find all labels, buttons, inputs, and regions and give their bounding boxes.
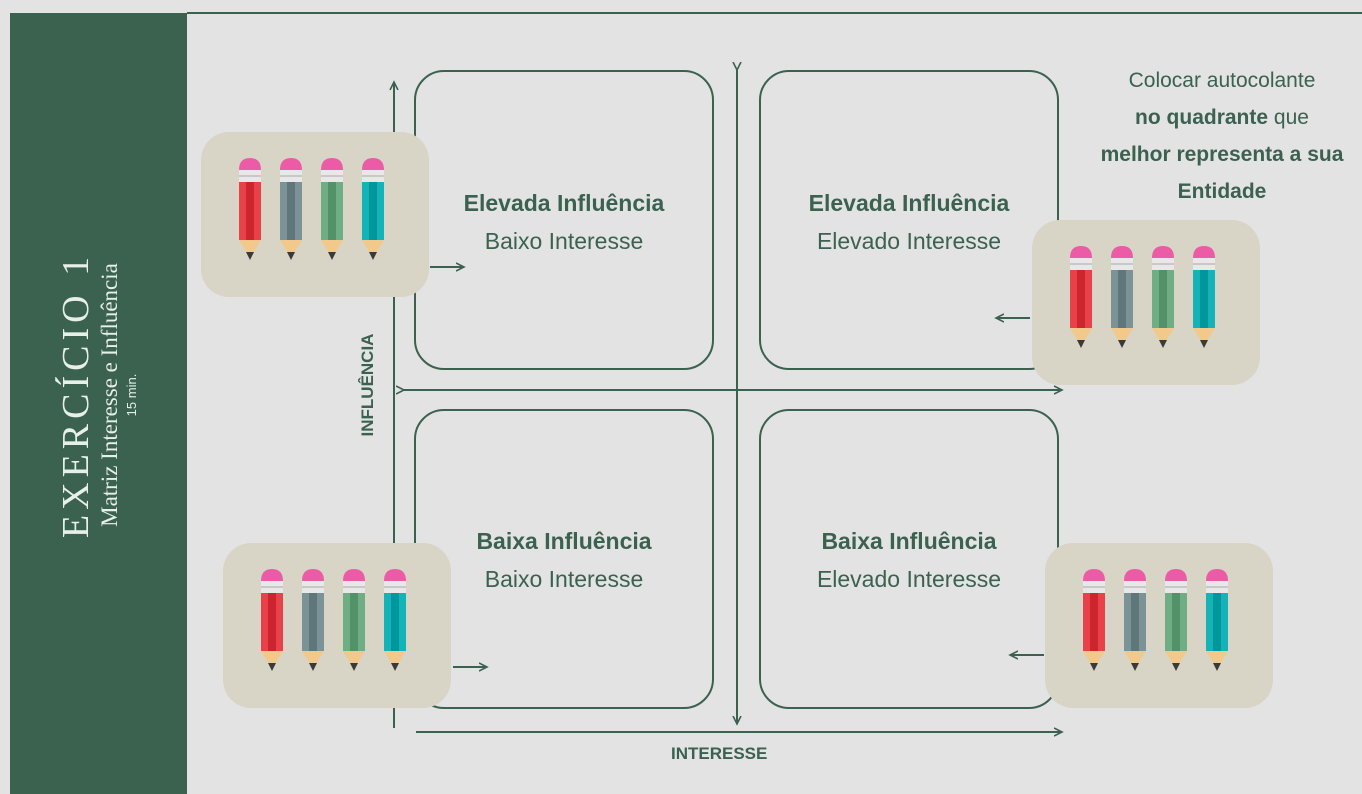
sticker-card-top-right[interactable] <box>1032 220 1260 385</box>
quadrant-label-line2: Elevado Interesse <box>816 228 1002 254</box>
y-axis-label: INFLUÊNCIA <box>358 333 377 437</box>
pencil-icon <box>1083 569 1105 671</box>
top-divider <box>187 12 1362 14</box>
pencil-icon <box>384 569 406 671</box>
quadrant-label-line2: Baixo Interesse <box>484 228 644 254</box>
pencil-icon <box>1206 569 1228 671</box>
pencil-stickers <box>1070 246 1215 348</box>
pencil-stickers <box>261 569 406 671</box>
sticker-card-bottom-right[interactable] <box>1045 543 1273 708</box>
quadrant-label: Baixa Influência Baixo Interesse <box>414 522 714 598</box>
pencil-icon <box>1070 246 1092 348</box>
pencil-icon <box>1124 569 1146 671</box>
x-axis-label: INTERESSE <box>671 744 768 763</box>
quadrant-label-line1: Elevada Influência <box>463 190 665 216</box>
instruction-text: Colocar autocolante no quadrante que mel… <box>1092 62 1352 210</box>
pencil-stickers <box>239 158 384 260</box>
pencil-icon <box>321 158 343 260</box>
instruction-part4: melhor representa a sua Entidade <box>1100 143 1344 203</box>
instruction-part1: Colocar autocolante <box>1128 69 1316 92</box>
pencil-icon <box>1111 246 1133 348</box>
pencil-icon <box>239 158 261 260</box>
sticker-card-bottom-left[interactable] <box>223 543 451 708</box>
pencil-icon <box>362 158 384 260</box>
pencil-icon <box>1165 569 1187 671</box>
quadrant-label-line2: Baixo Interesse <box>484 566 644 592</box>
instruction-part3: que <box>1273 106 1309 129</box>
quadrant-label-line1: Baixa Influência <box>476 528 652 554</box>
pencil-icon <box>280 158 302 260</box>
quadrant-label-line2: Elevado Interesse <box>816 566 1002 592</box>
pencil-icon <box>302 569 324 671</box>
quadrant-label-line1: Baixa Influência <box>821 528 997 554</box>
pencil-icon <box>1152 246 1174 348</box>
quadrant-label: Baixa Influência Elevado Interesse <box>759 522 1059 598</box>
pencil-stickers <box>1083 569 1228 671</box>
sticker-card-top-left[interactable] <box>201 132 429 297</box>
pencil-icon <box>343 569 365 671</box>
pencil-icon <box>261 569 283 671</box>
quadrant-label: Elevada Influência Elevado Interesse <box>759 184 1059 260</box>
sidebar-panel <box>10 13 187 794</box>
quadrant-label-line1: Elevada Influência <box>808 190 1010 216</box>
quadrant-label: Elevada Influência Baixo Interesse <box>414 184 714 260</box>
instruction-part2: no quadrante <box>1135 106 1269 129</box>
pencil-icon <box>1193 246 1215 348</box>
